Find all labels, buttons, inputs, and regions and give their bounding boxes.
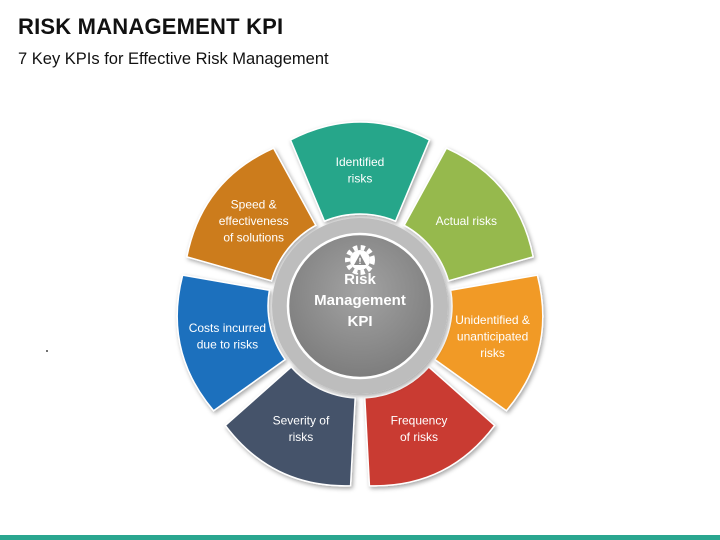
petal-costs-shape bbox=[176, 274, 287, 412]
petal-speed-shape bbox=[185, 147, 317, 282]
petal-costs-label-line: Costs incurred bbox=[189, 321, 266, 335]
petal-actual-label-line: Actual risks bbox=[436, 214, 497, 228]
petal-frequency-label: Frequency of risks bbox=[391, 413, 448, 444]
center-label-line: KPI bbox=[347, 313, 372, 330]
petal-frequency-shape bbox=[364, 365, 496, 487]
petal-identified-label: Identified risks bbox=[336, 155, 385, 186]
petal-severity-label: Severity of risks bbox=[273, 413, 330, 444]
petal-actual: Actual risks bbox=[403, 147, 535, 282]
petal-speed: Speed & effectiveness of solutions bbox=[185, 147, 317, 282]
petal-severity-shape bbox=[224, 365, 356, 487]
petal-costs-label: Costs incurred due to risks bbox=[189, 321, 266, 352]
petal-speed-label-line: effectiveness bbox=[219, 214, 289, 228]
petal-identified-label-line: Identified bbox=[336, 155, 385, 169]
petal-severity-label-line: Severity of bbox=[273, 413, 330, 427]
petal-unidentified-label: Unidentified & unanticipated risks bbox=[455, 313, 530, 360]
petal-speed-label-line: Speed & bbox=[231, 198, 277, 212]
petal-speed-label-line: of solutions bbox=[223, 231, 284, 245]
page-title: RISK MANAGEMENT KPI bbox=[18, 14, 284, 39]
bottom-accent-bar bbox=[0, 535, 720, 540]
petal-speed-label: Speed & effectiveness of solutions bbox=[219, 198, 289, 245]
petal-frequency: Frequency of risks bbox=[364, 365, 496, 487]
petal-costs: Costs incurred due to risks bbox=[176, 274, 287, 412]
center-label-line: Management bbox=[314, 292, 406, 309]
petal-unidentified-shape bbox=[433, 274, 544, 412]
petal-identified-shape bbox=[289, 121, 431, 223]
petal-unidentified-label-line: unanticipated bbox=[457, 329, 528, 343]
petal-frequency-label-line: Frequency bbox=[391, 413, 448, 427]
center-inner-circle bbox=[286, 232, 434, 380]
petal-actual-label: Actual risks bbox=[436, 214, 497, 228]
petal-unidentified: Unidentified & unanticipated risks bbox=[433, 274, 544, 412]
center-label-line: Risk bbox=[344, 271, 376, 288]
petal-frequency-label-line: of risks bbox=[400, 430, 438, 444]
stray-dot bbox=[46, 350, 48, 352]
gear-warning-icon bbox=[345, 245, 375, 275]
petal-actual-shape bbox=[403, 147, 535, 282]
petal-identified: Identified risks bbox=[289, 121, 431, 223]
petal-unidentified-label-line: risks bbox=[480, 346, 505, 360]
petal-severity: Severity of risks bbox=[224, 365, 356, 487]
page-subtitle: 7 Key KPIs for Effective Risk Management bbox=[18, 50, 329, 68]
petal-costs-label-line: due to risks bbox=[197, 338, 258, 352]
petal-identified-label-line: risks bbox=[348, 171, 373, 185]
petal-unidentified-label-line: Unidentified & bbox=[455, 313, 530, 327]
petal-severity-label-line: risks bbox=[289, 430, 314, 444]
